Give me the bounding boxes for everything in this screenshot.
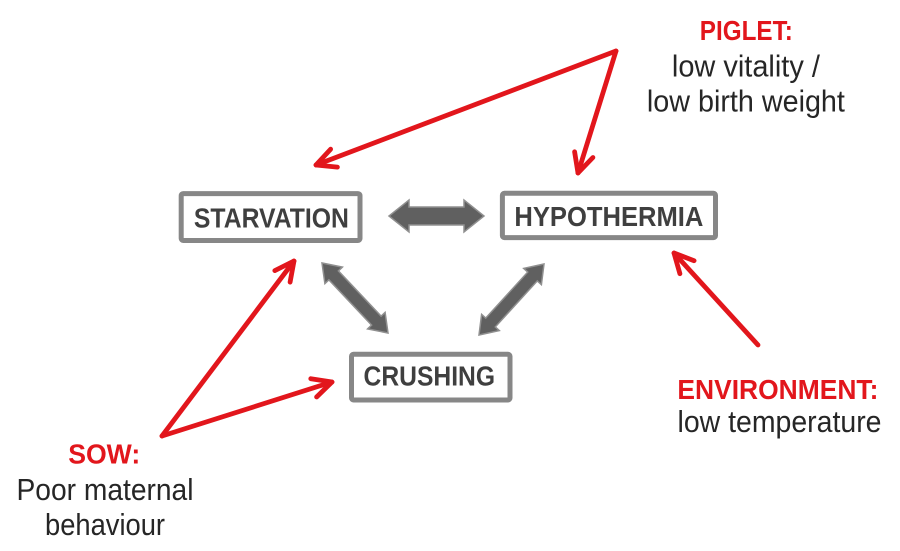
svg-text:STARVATION: STARVATION <box>194 203 349 234</box>
svg-text:PIGLET:: PIGLET: <box>700 15 793 46</box>
svg-text:CRUSHING: CRUSHING <box>364 361 496 392</box>
svg-text:ENVIRONMENT:: ENVIRONMENT: <box>677 374 878 405</box>
svg-text:behaviour: behaviour <box>45 507 165 542</box>
svg-text:HYPOTHERMIA: HYPOTHERMIA <box>514 201 703 232</box>
svg-text:SOW:: SOW: <box>68 438 140 469</box>
svg-text:low birth weight: low birth weight <box>647 84 845 119</box>
svg-text:low temperature: low temperature <box>678 404 882 439</box>
svg-text:low vitality /: low vitality / <box>672 48 820 83</box>
svg-text:Poor maternal: Poor maternal <box>17 472 194 507</box>
